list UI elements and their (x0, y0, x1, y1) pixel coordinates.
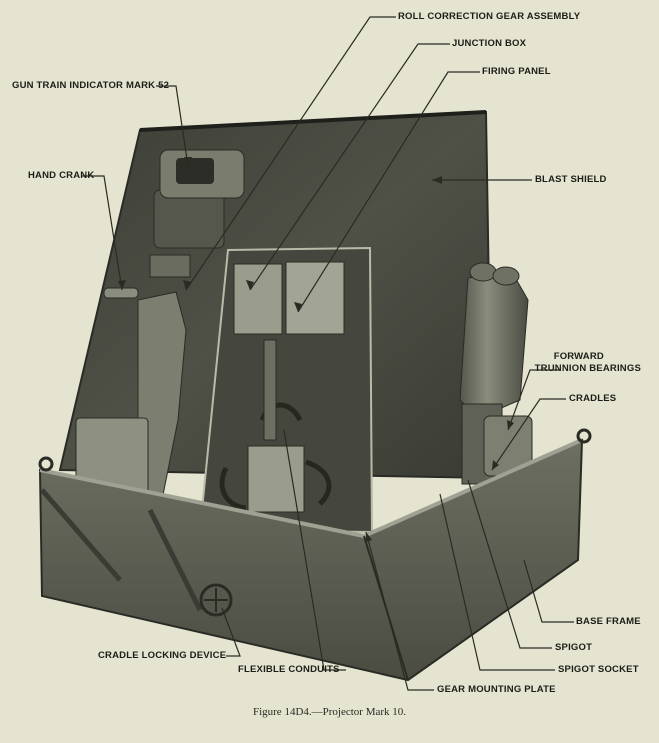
junction-box-shape (233, 263, 283, 335)
leader-lines (82, 16, 574, 691)
label-spigot-socket: SPIGOT SOCKET (558, 664, 639, 675)
cradle-tubes (459, 262, 533, 485)
label-spigot: SPIGOT (555, 642, 593, 653)
cradle-locking-wheel (199, 583, 233, 617)
label-firing-panel: FIRING PANEL (482, 66, 551, 77)
gun-train-indicator (149, 149, 245, 278)
leader-arrows (118, 157, 514, 542)
label-forward: FORWARD (553, 351, 604, 362)
label-gun-train-indicator: GUN TRAIN INDICATOR MARK 52 (12, 80, 170, 91)
label-cradles: CRADLES (569, 393, 617, 404)
label-hand-crank: HAND CRANK (28, 170, 95, 181)
label-blast-shield: BLAST SHIELD (535, 174, 607, 185)
label-junction-box: JUNCTION BOX (452, 38, 527, 49)
label-cradle-locking-device: CRADLE LOCKING DEVICE (98, 650, 227, 661)
base-frame-shape (38, 428, 592, 682)
label-base-frame: BASE FRAME (576, 616, 641, 627)
figure-caption: Figure 14D4.—Projector Mark 10. (252, 706, 407, 718)
firing-panel-shape (285, 261, 345, 335)
label-roll-correction-gear-assembly: ROLL CORRECTION GEAR ASSEMBLY (398, 11, 581, 22)
label-gear-mounting-plate: GEAR MOUNTING PLATE (437, 684, 556, 695)
label-flexible-conduits: FLEXIBLE CONDUITS (238, 664, 340, 675)
label-trunnion-bearings: TRUNNION BEARINGS (534, 363, 641, 374)
conduit-box (247, 445, 305, 513)
